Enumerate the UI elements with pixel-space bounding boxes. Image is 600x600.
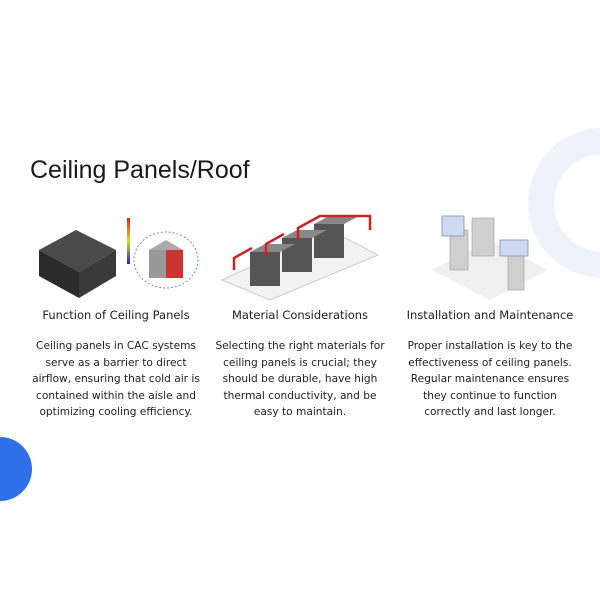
column-installation: Installation and Maintenance Proper inst… xyxy=(400,210,580,421)
column-heading: Function of Ceiling Panels xyxy=(42,308,190,322)
column-function: Function of Ceiling Panels Ceiling panel… xyxy=(26,210,206,421)
aisle-containment-image xyxy=(432,215,548,300)
decorative-circle xyxy=(0,437,32,501)
decorative-arc xyxy=(528,128,600,278)
containment-simulation-image xyxy=(39,218,199,298)
server-racks-image xyxy=(220,214,380,300)
slide-title: Ceiling Panels/Roof xyxy=(30,156,250,184)
column-heading: Installation and Maintenance xyxy=(406,308,574,322)
column-materials: Material Considerations Selecting the ri… xyxy=(210,210,390,421)
column-text: Proper installation is key to the effect… xyxy=(407,340,573,419)
column-heading: Material Considerations xyxy=(231,308,369,322)
column-text: Ceiling panels in CAC systems serve as a… xyxy=(32,340,200,419)
column-text: Selecting the right materials for ceilin… xyxy=(215,340,385,419)
